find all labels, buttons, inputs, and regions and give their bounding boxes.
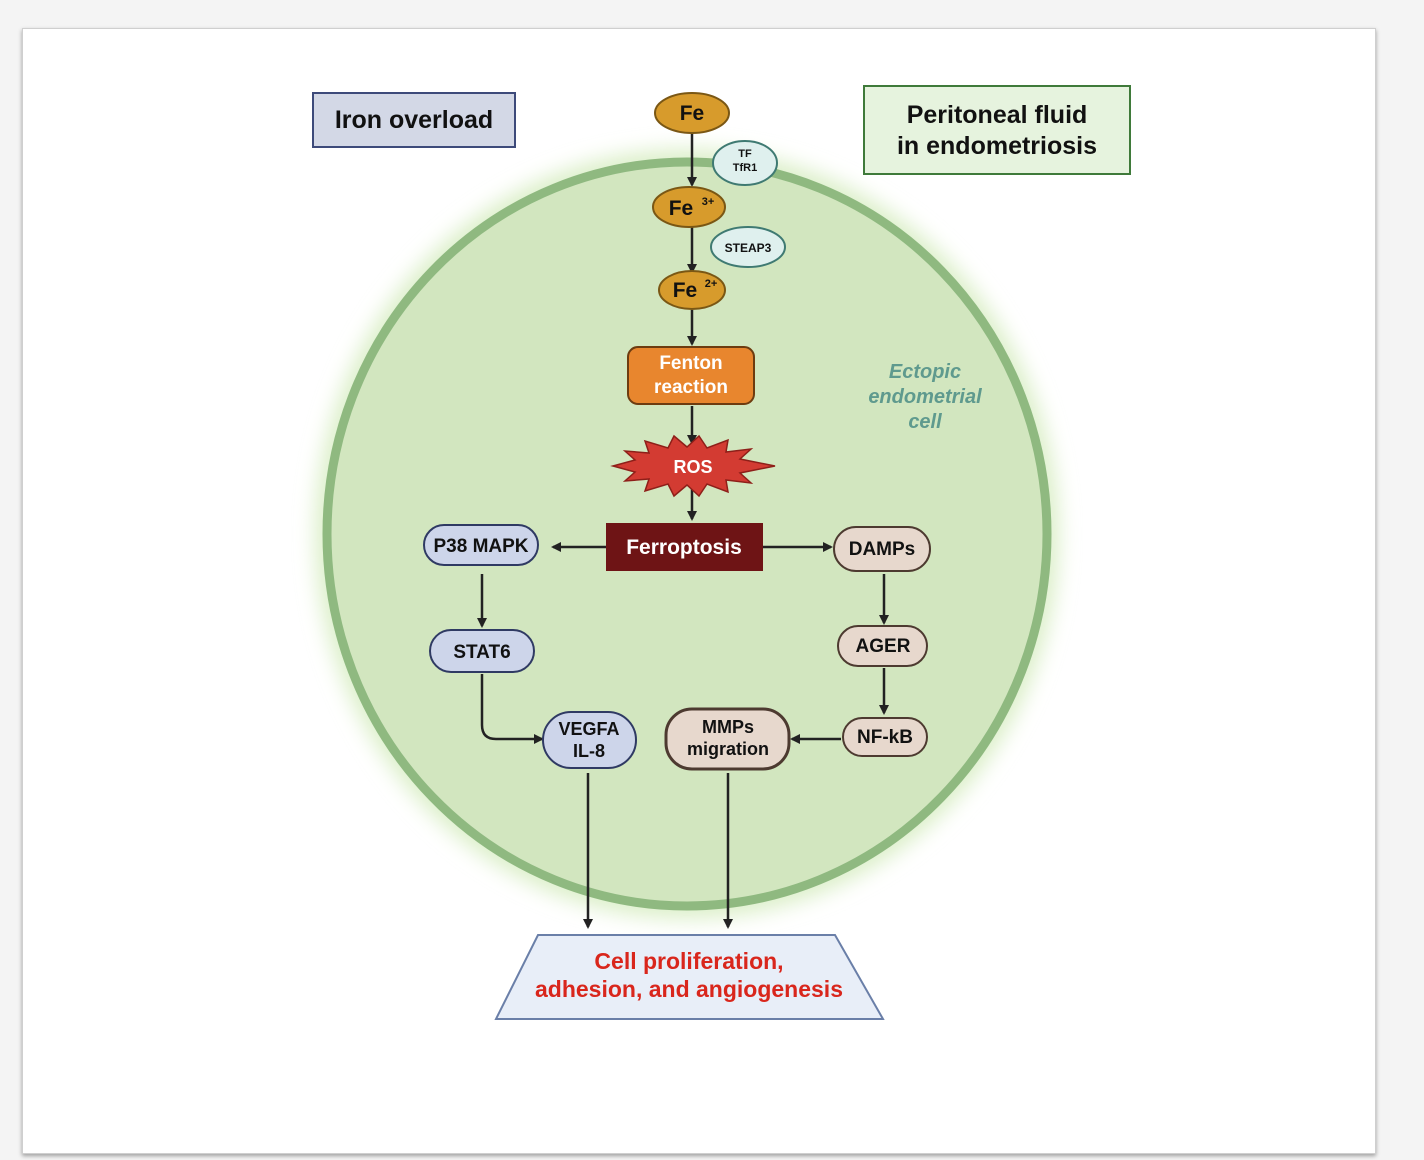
svg-text:Fe: Fe — [673, 279, 698, 302]
iron-overload-label: Iron overload — [335, 106, 493, 134]
svg-text:reaction: reaction — [654, 377, 728, 398]
steap3-enzyme: STEAP3 — [710, 226, 786, 268]
fe2-node: Fe 2+ — [658, 270, 726, 310]
outcome-box: Cell proliferation, adhesion, and angiog… — [494, 934, 885, 1020]
svg-text:Fe: Fe — [680, 102, 705, 125]
svg-text:MMPs: MMPs — [702, 717, 754, 737]
svg-text:NF-kB: NF-kB — [857, 727, 913, 748]
svg-text:Ectopic: Ectopic — [889, 361, 961, 383]
figure-canvas: Iron overload Peritoneal fluid in endome… — [22, 28, 1376, 1154]
svg-text:VEGFA: VEGFA — [558, 719, 619, 739]
svg-text:IL-8: IL-8 — [573, 741, 605, 761]
svg-text:TF: TF — [738, 148, 752, 160]
peritoneal-fluid-line2: in endometriosis — [897, 132, 1097, 160]
pathway-diagram: Iron overload Peritoneal fluid in endome… — [312, 85, 1131, 1020]
svg-text:Ferroptosis: Ferroptosis — [626, 536, 742, 559]
svg-text:ROS: ROS — [673, 457, 712, 477]
ros-burst: ROS — [610, 434, 776, 498]
svg-text:2+: 2+ — [705, 278, 718, 290]
svg-text:adhesion, and angiogenesis: adhesion, and angiogenesis — [535, 976, 843, 1002]
peritoneal-fluid-line1: Peritoneal fluid — [907, 101, 1088, 129]
nfkb-node: NF-kB — [842, 717, 928, 757]
vegfa-il8-node: VEGFA IL-8 — [542, 711, 637, 769]
pathway-arrows — [477, 132, 889, 929]
svg-text:endometrial: endometrial — [868, 386, 982, 408]
damps-node: DAMPs — [833, 526, 931, 572]
svg-text:Cell proliferation,: Cell proliferation, — [594, 948, 783, 974]
iron-overload-box: Iron overload — [312, 92, 516, 148]
svg-text:migration: migration — [687, 739, 769, 759]
ferroptosis-box: Ferroptosis — [606, 523, 763, 571]
fenton-reaction-box: Fenton reaction — [627, 346, 755, 405]
fe-node: Fe — [654, 92, 730, 134]
svg-text:STAT6: STAT6 — [453, 642, 510, 663]
svg-text:STEAP3: STEAP3 — [725, 241, 772, 255]
svg-text:Fenton: Fenton — [659, 353, 722, 374]
cell-label: Ectopic endometrial cell — [868, 361, 982, 433]
svg-text:Fe: Fe — [669, 197, 694, 220]
svg-text:DAMPs: DAMPs — [849, 539, 916, 560]
svg-text:TfR1: TfR1 — [733, 162, 757, 174]
svg-text:3+: 3+ — [702, 196, 715, 208]
svg-text:P38 MAPK: P38 MAPK — [433, 536, 528, 557]
svg-text:cell: cell — [908, 411, 942, 433]
stat6-node: STAT6 — [429, 629, 535, 673]
transporter-tf-tfr1: TF TfR1 — [712, 140, 778, 186]
mmps-migration-node: MMPs migration — [664, 707, 791, 771]
p38-mapk-node: P38 MAPK — [423, 524, 539, 566]
fe3-node: Fe 3+ — [652, 186, 726, 228]
svg-text:AGER: AGER — [856, 636, 911, 657]
ager-node: AGER — [837, 625, 928, 667]
peritoneal-fluid-box: Peritoneal fluid in endometriosis — [863, 85, 1131, 175]
